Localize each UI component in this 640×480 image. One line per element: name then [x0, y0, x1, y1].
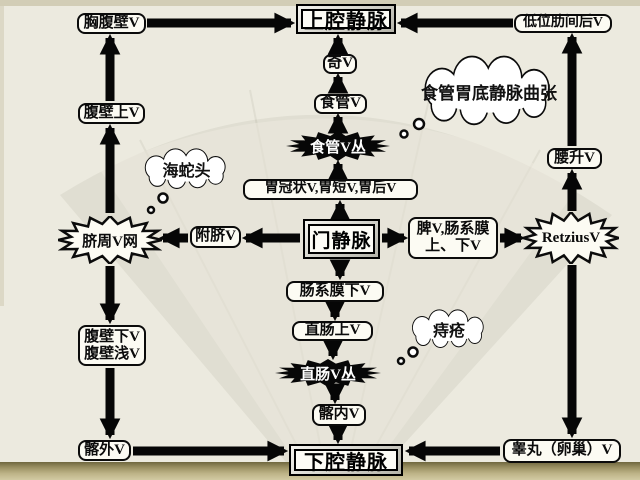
node-inferior-epigastric-veins: 腹壁下V 腹壁浅V	[78, 325, 146, 366]
node-superior-vena-cava: 上腔静脉	[296, 4, 396, 34]
node-internal-iliac-vein: 髂内V	[312, 404, 366, 426]
node-label: 门静脉	[308, 224, 375, 254]
node-label: 腹壁上V	[83, 104, 140, 121]
node-paraumbilical-vein: 附脐V	[190, 226, 241, 248]
starburst-shape	[58, 216, 162, 264]
node-rectal-venous-plexus: 直肠V丛	[275, 359, 381, 387]
node-label: 低位肋间后V	[522, 15, 604, 31]
node-inferior-mesenteric-vein: 肠系膜下V	[286, 281, 384, 302]
thought-bubble-dot	[396, 356, 406, 366]
node-external-iliac-vein: 髂外V	[78, 440, 131, 461]
node-label-line1: 腹壁下V	[84, 328, 140, 345]
thought-bubble-dot	[146, 205, 156, 215]
node-label: 脐周V网	[82, 233, 138, 250]
cloud-hemorrhoids: 痔疮	[406, 309, 492, 349]
cloud-label: 食管胃底静脉曲张	[421, 83, 557, 103]
node-posterior-intercostal-vein: 低位肋间后V	[514, 14, 612, 33]
node-label: 睾丸（卵巢）V	[511, 442, 613, 459]
node-azygos-vein: 奇V	[323, 54, 357, 74]
starburst-shape	[275, 359, 381, 387]
node-label-line1: 脾V,肠系膜	[416, 221, 490, 237]
node-label: 食管V	[320, 95, 361, 112]
node-paraumbilical-venous-network: 脐周V网	[58, 216, 162, 264]
node-superior-epigastric-vein: 腹壁上V	[78, 103, 145, 124]
node-label: 奇V	[327, 55, 353, 72]
thought-bubble-dot	[407, 346, 419, 358]
thought-bubble-dot	[412, 117, 426, 131]
cloud-label: 痔疮	[432, 323, 465, 340]
node-label: RetziusV	[541, 229, 601, 246]
node-esophageal-vein: 食管V	[314, 94, 367, 114]
node-label: 髂内V	[318, 406, 360, 423]
cloud-esophageal-varices: 食管胃底静脉曲张	[414, 55, 564, 127]
cloud-shape	[412, 309, 484, 348]
node-label-line2: 上、下V	[425, 238, 481, 254]
thought-bubble-dot	[399, 129, 409, 139]
node-label: 肠系膜下V	[299, 282, 371, 299]
node-esophageal-venous-plexus: 食管V丛	[286, 131, 390, 161]
node-label: 下腔静脉	[294, 449, 398, 474]
cloud-caput-medusae: 海蛇头	[138, 148, 235, 190]
cloud-label: 海蛇头	[162, 163, 211, 180]
node-retzius-veins: RetziusV	[523, 212, 619, 264]
node-label: 直肠V丛	[300, 366, 356, 383]
node-splenic-mesenteric-veins: 脾V,肠系膜 上、下V	[408, 217, 498, 259]
top-edge-strip	[0, 0, 640, 6]
cloud-shape	[144, 148, 226, 189]
thought-bubble-dot	[157, 192, 169, 204]
cloud-shape	[424, 55, 550, 126]
node-label: 胃冠状V,胃短V,胃后V	[264, 181, 397, 197]
node-label: 直肠上V	[304, 322, 361, 339]
node-superior-rectal-vein: 直肠上V	[292, 321, 373, 341]
node-inferior-vena-cava: 下腔静脉	[289, 444, 403, 476]
node-ascending-lumbar-vein: 腰升V	[547, 148, 602, 169]
node-label: 食管V丛	[310, 139, 366, 156]
node-testicular-ovarian-vein: 睾丸（卵巢）V	[503, 439, 621, 463]
node-portal-vein: 门静脉	[303, 219, 380, 259]
node-label: 上腔静脉	[301, 9, 391, 33]
starburst-shape	[523, 212, 619, 264]
node-thoracoepigastric-vein: 胸腹壁V	[77, 13, 146, 34]
node-gastric-veins: 胃冠状V,胃短V,胃后V	[243, 179, 418, 200]
node-label: 腰升V	[554, 149, 595, 166]
node-label: 胸腹壁V	[83, 14, 140, 31]
starburst-shape	[286, 131, 390, 161]
node-label: 髂外V	[84, 441, 125, 458]
node-label-line2: 腹壁浅V	[84, 345, 140, 362]
left-edge-strip	[0, 6, 4, 306]
node-label: 附脐V	[195, 228, 236, 245]
